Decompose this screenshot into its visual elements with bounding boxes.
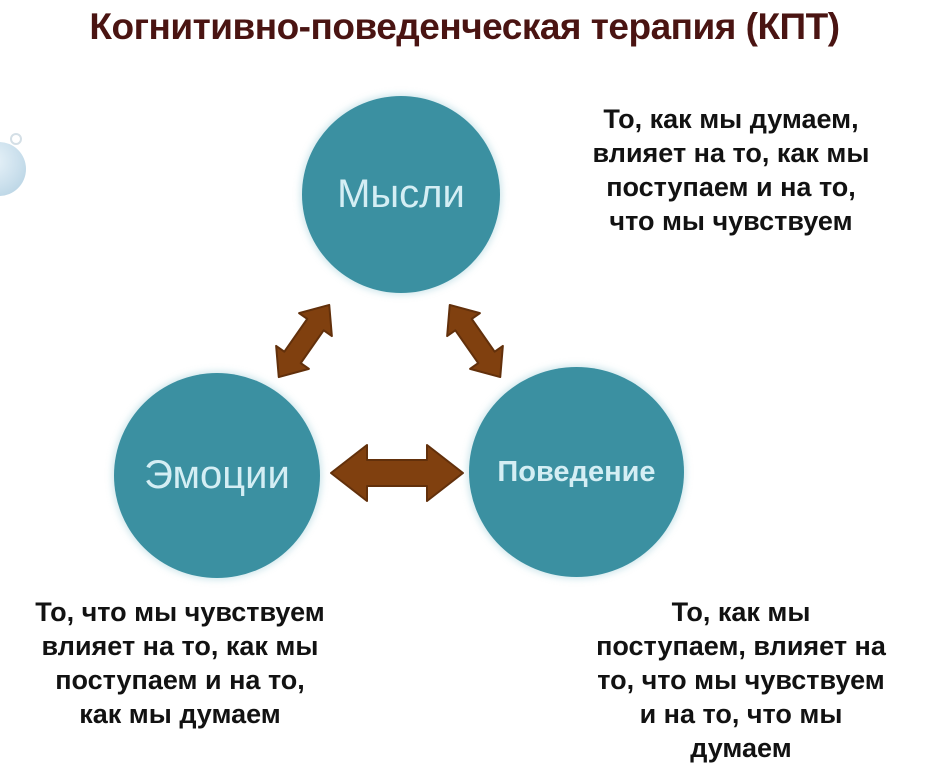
node-behavior-label: Поведение [497,455,656,488]
node-emotions: Эмоции [114,373,320,578]
double-arrow-emotions-behavior-icon [330,444,464,502]
node-thoughts: Мысли [302,96,500,293]
node-behavior: Поведение [469,367,684,577]
page-title: Когнитивно-поведенческая терапия (КПТ) [89,6,840,47]
double-arrow-thoughts-emotions-icon [275,303,333,379]
annotation-thoughts: То, как мы думаем, влияет на то, как мы … [592,104,870,236]
annotation-emotions: То, что мы чувствуем влияет на то, как м… [35,597,325,729]
node-emotions-label: Эмоции [144,453,290,497]
node-thoughts-label: Мысли [337,172,465,216]
annotation-behavior: То, как мы поступаем, влияет на то, что … [596,597,886,763]
bubble-ring-decoration [10,133,22,145]
double-arrow-thoughts-behavior-icon [446,303,504,379]
